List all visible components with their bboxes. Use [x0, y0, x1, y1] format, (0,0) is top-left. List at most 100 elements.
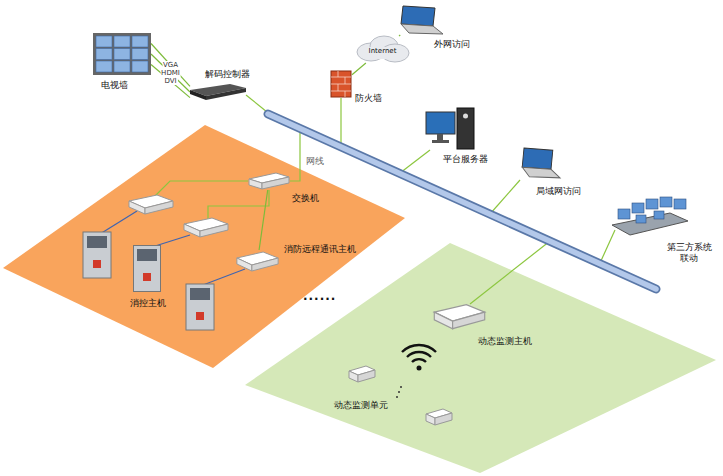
network-link: [352, 63, 366, 75]
wall-screen: [114, 61, 130, 72]
wire: [490, 180, 520, 214]
network-link: [151, 44, 190, 87]
host-side: [145, 201, 173, 214]
cabinet-mark: [143, 273, 151, 281]
cloud-fill: [363, 47, 403, 59]
decoder-side: [206, 88, 246, 100]
laptop-base: [401, 24, 443, 34]
wall-screen: [96, 49, 112, 60]
server-tower: [457, 108, 474, 149]
laptop: 外网访问: [393, 6, 443, 36]
node-label: 动态监测单元: [334, 400, 388, 411]
firewall-wall: [331, 71, 351, 97]
server-light: [463, 114, 468, 119]
dot: [396, 396, 398, 398]
laptop-icon: [515, 148, 560, 180]
monitor-unit-2: [426, 409, 452, 425]
monitor-unit-icon: [348, 365, 376, 383]
decoder-icon: [190, 84, 246, 100]
console-screen: [674, 199, 686, 209]
unit-side: [349, 371, 358, 382]
third-party-icon: [610, 195, 690, 240]
monitor-unit: 动态监测单元: [348, 365, 376, 383]
wall-screen: [96, 36, 112, 47]
comm-host-1: [129, 195, 173, 214]
cabinet-body: [83, 232, 111, 278]
laptop-screen: [522, 148, 553, 169]
host-side: [129, 201, 145, 214]
node-label: Internet: [369, 47, 397, 56]
cabinet-screen: [87, 236, 107, 248]
host-icon: [432, 302, 487, 330]
video-wall-icon: [93, 33, 151, 75]
node-label: 动态监测主机: [478, 336, 532, 347]
wire: [340, 98, 341, 146]
dot: [400, 386, 402, 388]
server-monitor: [426, 112, 455, 134]
wall-screen: [96, 61, 112, 72]
unit-side: [358, 370, 375, 382]
dot: [398, 391, 400, 393]
host-side: [453, 312, 485, 329]
wall-screen: [114, 49, 130, 60]
green-region: [245, 243, 716, 473]
unit-side: [426, 414, 435, 425]
console-screen: [654, 211, 664, 219]
comm-host: 消防远程通讯主机: [235, 250, 280, 272]
fire-cabinet-3: [186, 284, 214, 330]
cabinet-mark: [196, 312, 204, 320]
console-screen: [646, 199, 658, 209]
decoder-side: [190, 90, 206, 100]
wifi-arc: [402, 345, 436, 352]
console-screen: [636, 215, 646, 223]
serial-wires: [100, 211, 245, 285]
laptop-screen: [401, 6, 435, 26]
video-wall: 电视墙: [93, 33, 151, 75]
console-screen: [660, 197, 672, 207]
console-screen: [618, 209, 630, 219]
comm-host-2: [184, 218, 228, 237]
wifi-arc: [412, 359, 426, 362]
server-stand: [432, 140, 449, 143]
server-stand: [437, 134, 443, 140]
server-icon: [425, 108, 475, 150]
wire: [470, 241, 550, 304]
host-side: [184, 224, 200, 237]
network-link: [151, 65, 190, 98]
laptop-base: [522, 167, 560, 178]
node-label: 消控主机: [130, 298, 166, 309]
node-label: 消防远程通讯主机: [284, 244, 356, 255]
cable-label: 网线: [306, 155, 324, 168]
wifi-dot: [417, 366, 422, 371]
host-side: [237, 258, 252, 271]
console-screen: [632, 203, 644, 213]
switch-icon: [248, 172, 290, 190]
node-label: 电视墙: [101, 80, 128, 91]
wall-screen: [114, 36, 130, 47]
firewall-bricks: [331, 71, 351, 97]
wire: [400, 150, 430, 173]
third-party-system: 第三方系统 联动: [610, 195, 690, 240]
node-label: 第三方系统 联动: [664, 242, 714, 264]
host-side: [252, 258, 278, 271]
monitor-host: 动态监测主机: [432, 302, 487, 330]
wire: [290, 129, 300, 181]
node-label: 平台服务器: [443, 154, 488, 165]
wire: [155, 181, 248, 196]
signal-label: DVI: [163, 77, 177, 85]
wire: [600, 230, 615, 263]
node-label: 局域网访问: [536, 186, 581, 197]
lan-laptop: 局域网访问: [515, 148, 560, 180]
platform-server: 平台服务器: [425, 108, 475, 150]
firewall-icon: [330, 70, 352, 98]
host-side: [434, 312, 452, 329]
internet-cloud: Internet: [355, 35, 410, 63]
decoder: 解码控制器: [190, 84, 246, 100]
unit-side: [435, 413, 452, 425]
host-side: [200, 224, 228, 237]
network-link: [259, 190, 268, 250]
cabinet-screen: [137, 249, 157, 261]
laptop-icon: [393, 6, 443, 36]
node-label: 解码控制器: [205, 69, 250, 80]
cabinet-screen: [190, 288, 210, 300]
